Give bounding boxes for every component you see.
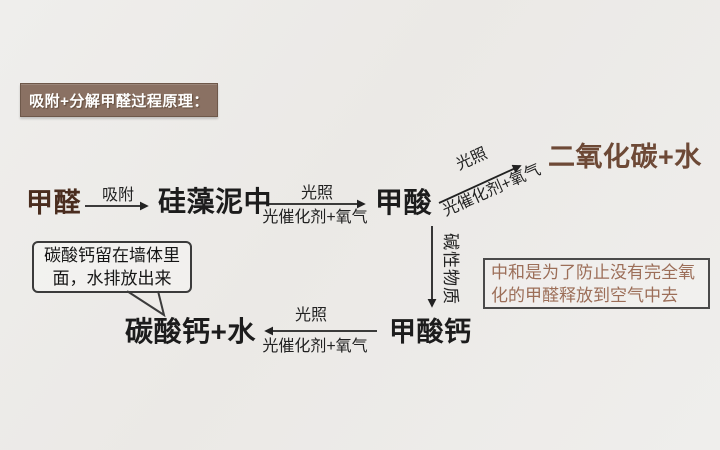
node-formic-acid: 甲酸 [375, 187, 433, 218]
node-diatom-mud: 硅藻泥中 [158, 186, 273, 217]
callout-line-1: 碳酸钙留在墙体里 [44, 246, 180, 265]
node-co2-water: 二氧化碳+水 [548, 142, 702, 172]
note-line-2: 化的甲醛释放到空气中去 [491, 285, 678, 305]
arrow-label-catalyst-3: 光催化剂+氧气 [262, 338, 368, 355]
note-box: 中和是为了防止没有完全氧 化的甲醛释放到空气中去 [483, 258, 710, 309]
arrow-label-alkaline: 碱性物质 [441, 233, 460, 305]
note-line-1: 中和是为了防止没有完全氧 [491, 262, 695, 282]
callout-tail-stroke [126, 290, 166, 318]
node-calcium-formate: 甲酸钙 [389, 317, 472, 347]
callout-bubble: 碳酸钙留在墙体里 面，水排放出来 [32, 241, 192, 293]
arrow-label-catalyst-2: 光催化剂+氧气 [440, 161, 544, 220]
node-formaldehyde: 甲醛 [26, 188, 81, 218]
arrow-label-light-3: 光照 [294, 307, 327, 324]
arrow-label-catalyst-1: 光催化剂+氧气 [262, 209, 368, 226]
arrow-label-adsorption: 吸附 [101, 187, 134, 204]
callout-line-2: 面，水排放出来 [52, 269, 172, 288]
node-calcium-carbonate-water: 碳酸钙+水 [125, 316, 256, 347]
arrow-label-light-1: 光照 [300, 185, 333, 202]
arrow-label-light-2: 光照 [453, 145, 490, 174]
title-plate: 吸附+分解甲醛过程原理： [20, 83, 218, 117]
page-title: 吸附+分解甲醛过程原理： [29, 92, 209, 110]
